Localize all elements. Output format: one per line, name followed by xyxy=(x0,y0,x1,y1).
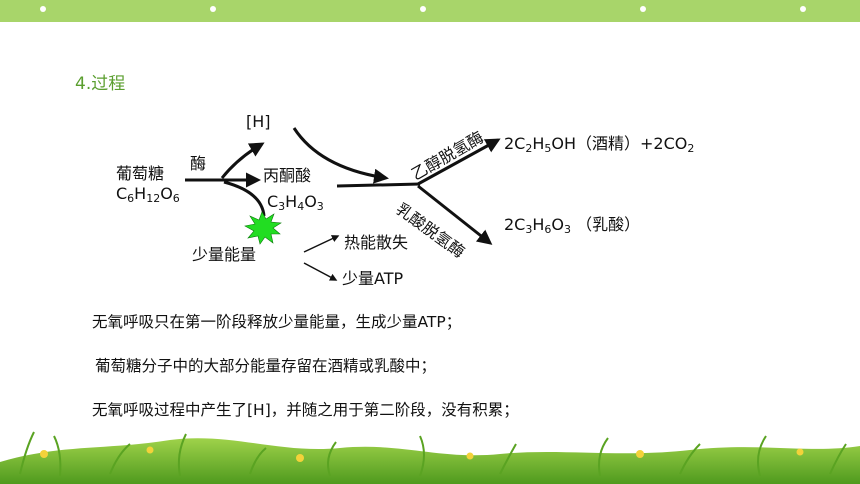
energy-burst-icon xyxy=(244,211,282,245)
hydrogen-label: [H] xyxy=(246,112,271,131)
glucose-formula: C6H12O6 xyxy=(116,184,180,205)
energy-release-curve xyxy=(223,180,266,217)
band-dot xyxy=(40,6,46,12)
note-energy: 无氧呼吸只在第一阶段释放少量能量，生成少量ATP； xyxy=(92,313,462,331)
small-atp-label: 少量ATP xyxy=(342,269,404,288)
band-dot xyxy=(210,6,216,12)
glucose-name: 葡萄糖 xyxy=(116,164,165,183)
note-energy-retained: 葡萄糖分子中的大部分能量存留在酒精或乳酸中； xyxy=(95,357,437,375)
pyruvate-name: 丙酮酸 xyxy=(263,166,312,185)
pyruvate-formula: C3H4O3 xyxy=(267,192,324,213)
heat-loss-arrow xyxy=(303,235,340,253)
ethanol-branch-arrow xyxy=(417,138,501,186)
small-energy-label: 少量能量 xyxy=(192,245,257,264)
hydrogen-release-arrow xyxy=(220,142,265,179)
lactic-branch-arrow xyxy=(417,184,493,245)
ethanol-product: 2C2H5OH（酒精）+2CO2 xyxy=(504,134,695,155)
grass-footer-decoration xyxy=(0,431,860,484)
hydrogen-feed-arrow xyxy=(292,127,389,184)
enzyme-label: 酶 xyxy=(190,154,207,173)
band-dot xyxy=(800,6,806,12)
note-hydrogen: 无氧呼吸过程中产生了[H]，并随之用于第二阶段，没有积累； xyxy=(92,401,519,419)
top-decorative-band xyxy=(0,0,860,22)
lactic-acid-product: 2C3H6O3 （乳酸） xyxy=(504,215,641,236)
heat-loss-label: 热能散失 xyxy=(344,233,409,252)
band-dot xyxy=(420,6,426,12)
section-title: 4.过程 xyxy=(75,74,126,94)
band-dot xyxy=(640,6,646,12)
atp-arrow xyxy=(303,262,338,281)
second-stage-line xyxy=(336,182,421,188)
